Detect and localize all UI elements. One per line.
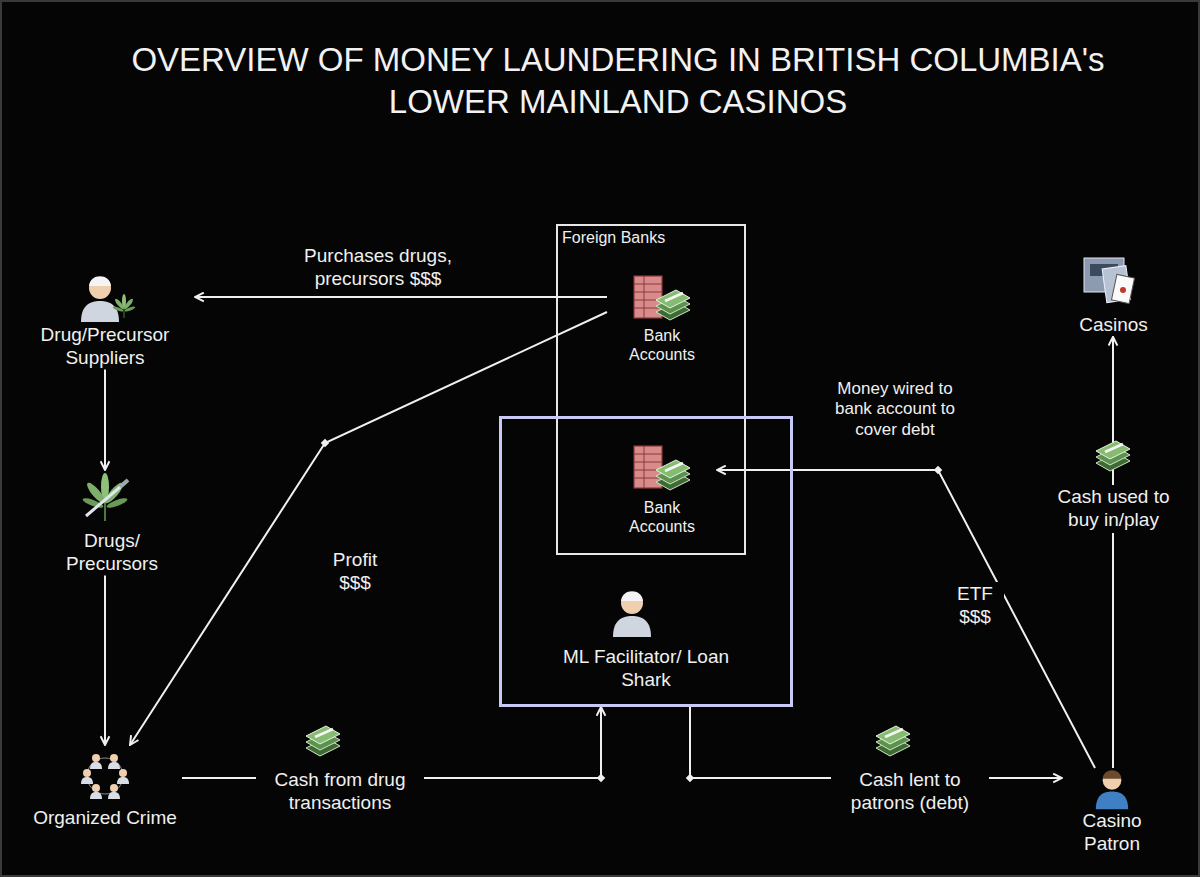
- node-label: Drug/Precursor Suppliers: [20, 324, 190, 370]
- diagram-title: OVERVIEW OF MONEY LAUNDERING IN BRITISH …: [98, 39, 1138, 123]
- edge-label: Cash used to buy in/play: [1042, 485, 1185, 533]
- bend-diamond: [321, 439, 329, 447]
- note-label: Money wired to bank account to cover deb…: [816, 378, 974, 441]
- bank-accounts-node: Bank Accounts: [607, 442, 717, 536]
- icon-space: [607, 270, 717, 326]
- ml-facilitator-box: ML Facilitator/ Loan Shark: [499, 416, 793, 707]
- edge-label: Purchases drugs, precursors $$$: [294, 244, 462, 292]
- icon-space: [1062, 768, 1162, 810]
- bend-diamond: [686, 774, 694, 782]
- edge-label: Cash from drug transactions: [256, 768, 424, 816]
- node-label: Casinos: [1079, 314, 1148, 337]
- icon-space: [15, 270, 195, 324]
- connector: [717, 470, 1095, 768]
- connector: [1112, 337, 1114, 768]
- bank-accounts-node: Bank Accounts: [607, 270, 717, 364]
- icon-space: [28, 745, 182, 807]
- supplier-node: Drug/Precursor Suppliers: [15, 270, 195, 370]
- edge-label: ETF $$$: [946, 582, 1004, 630]
- bend-diamond: [934, 466, 942, 474]
- node-label: Foreign Banks: [562, 228, 665, 247]
- node-label: Bank Accounts: [612, 326, 712, 364]
- casinos-node: Casinos: [1074, 252, 1153, 337]
- icon-space: [42, 470, 182, 530]
- foreign-banks-box: Foreign BanksBank AccountsBank Accounts: [556, 224, 746, 555]
- connector: [130, 312, 607, 745]
- connector: [104, 370, 106, 470]
- edge-label: Cash lent to patrons (debt): [831, 768, 989, 816]
- node-label: Bank Accounts: [612, 498, 712, 536]
- connector: [195, 296, 607, 298]
- casino-patron-node: Casino Patron: [1062, 768, 1162, 856]
- node-label: Casino Patron: [1067, 810, 1157, 856]
- icon-space: [1074, 252, 1153, 314]
- node-label: ML Facilitator/ Loan Shark: [546, 646, 746, 692]
- bend-diamond: [597, 774, 605, 782]
- connector: [104, 576, 106, 745]
- drugs-node: Drugs/ Precursors: [42, 470, 182, 576]
- edge-label: Profit $$$: [321, 548, 389, 596]
- node-label: Organized Crime: [33, 807, 177, 830]
- organized-crime-node: Organized Crime: [28, 745, 182, 830]
- node-label: Drugs/ Precursors: [47, 530, 177, 576]
- icon-space: [607, 442, 717, 498]
